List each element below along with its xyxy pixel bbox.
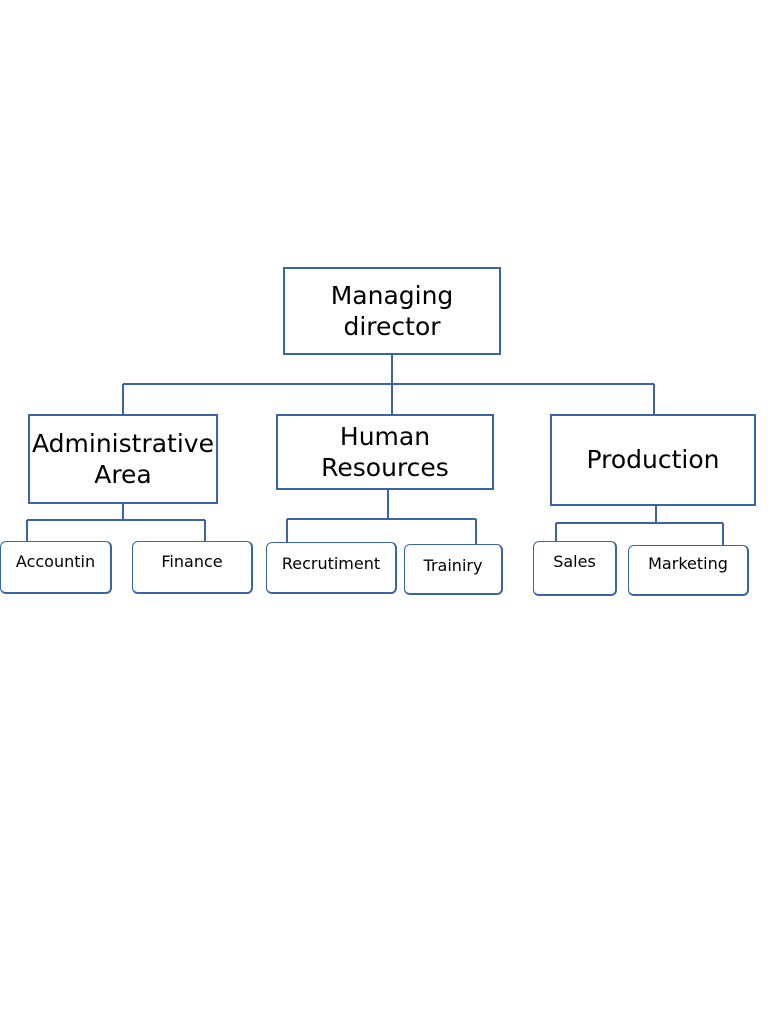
accounting-label: Accountin	[15, 552, 96, 571]
training-label: Trainiry	[423, 556, 483, 575]
managing-director-label: Managing director	[330, 280, 454, 341]
human-resources-box: Human Resources	[276, 414, 494, 490]
production-box: Production	[550, 414, 756, 506]
recruitment-label: Recrutiment	[281, 554, 381, 573]
sales-box: Sales	[533, 541, 617, 596]
training-box: Trainiry	[404, 544, 503, 595]
finance-label: Finance	[161, 552, 223, 571]
marketing-box: Marketing	[628, 545, 749, 596]
sales-label: Sales	[553, 552, 596, 571]
human-resources-label: Human Resources	[321, 421, 449, 482]
finance-box: Finance	[132, 541, 253, 594]
marketing-label: Marketing	[648, 554, 728, 573]
accounting-box: Accountin	[0, 541, 112, 594]
administrative-area-box: Administrative Area	[28, 414, 218, 504]
recruitment-box: Recrutiment	[266, 542, 397, 594]
administrative-area-label: Administrative Area	[32, 428, 214, 489]
production-label: Production	[586, 445, 720, 475]
managing-director-box: Managing director	[283, 267, 501, 355]
